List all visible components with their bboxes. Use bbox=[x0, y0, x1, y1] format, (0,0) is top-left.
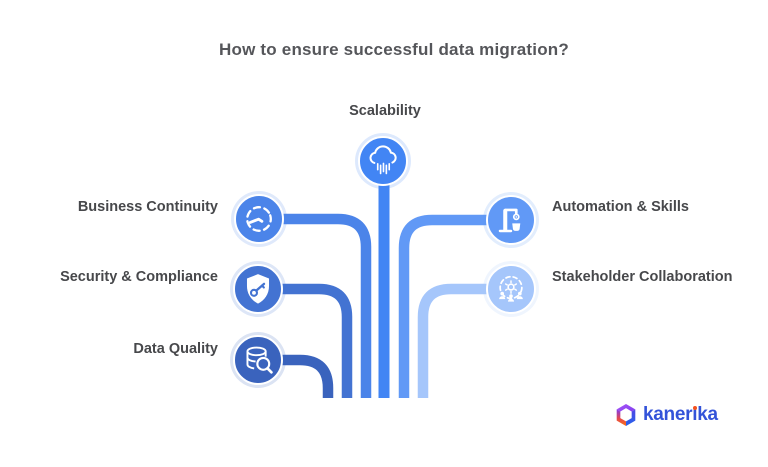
label-scalability: Scalability bbox=[349, 103, 421, 119]
connector-data-quality bbox=[258, 354, 334, 398]
data-quality-icon-circle bbox=[233, 335, 283, 385]
connector-automation-skills bbox=[398, 214, 511, 398]
shield-key-icon bbox=[246, 274, 270, 304]
label-data-quality: Data Quality bbox=[133, 341, 218, 357]
scalability-icon-circle bbox=[358, 136, 408, 186]
logo-text-part: ka bbox=[697, 404, 718, 425]
robot-arm-icon bbox=[498, 208, 521, 233]
page-title: How to ensure successful data migration? bbox=[219, 40, 569, 59]
label-business-continuity: Business Continuity bbox=[77, 199, 218, 215]
kanerika-cube-icon bbox=[616, 404, 636, 426]
stakeholder-collaboration-icon-circle bbox=[486, 264, 536, 314]
kanerika-logo-text: kanerıka bbox=[643, 403, 718, 427]
connector-business-continuity bbox=[259, 213, 372, 398]
connector-stakeholder-collaboration bbox=[417, 283, 511, 398]
automation-skills-icon-circle bbox=[486, 195, 536, 245]
label-stakeholder-collaboration: Stakeholder Collaboration bbox=[552, 269, 733, 285]
dashed-cycle-gauge-icon bbox=[246, 206, 272, 232]
kanerika-logo: kanerıka bbox=[615, 403, 718, 427]
label-security-compliance: Security & Compliance bbox=[60, 269, 218, 285]
logo-i: ı bbox=[692, 404, 698, 425]
label-automation-skills: Automation & Skills bbox=[552, 199, 689, 215]
cloud-circuit-icon bbox=[369, 145, 397, 175]
logo-text-part: kaner bbox=[643, 404, 693, 425]
security-compliance-icon-circle bbox=[233, 264, 283, 314]
business-continuity-icon-circle bbox=[234, 194, 284, 244]
connector-security-compliance bbox=[258, 283, 353, 398]
people-gear-icon bbox=[499, 275, 523, 302]
database-search-icon bbox=[246, 346, 273, 374]
